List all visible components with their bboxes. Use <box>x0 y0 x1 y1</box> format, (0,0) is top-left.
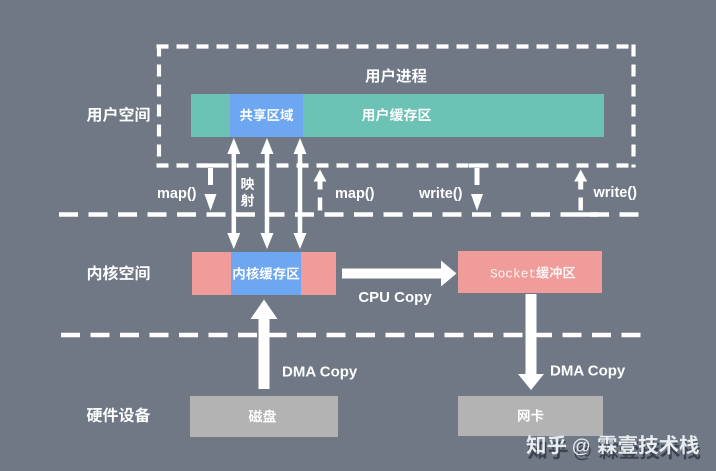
svg-text:Socket: Socket <box>490 267 536 282</box>
svg-text:write(): write() <box>418 186 463 202</box>
svg-text:map(): map() <box>335 186 375 202</box>
svg-text:write(): write() <box>593 185 638 201</box>
svg-text:@: @ <box>572 437 591 458</box>
svg-text:@: @ <box>573 442 592 463</box>
svg-text:map(): map() <box>157 186 197 202</box>
svg-text:CPU Copy: CPU Copy <box>358 289 432 306</box>
svg-text:DMA Copy: DMA Copy <box>550 363 626 380</box>
svg-text:DMA Copy: DMA Copy <box>282 364 358 381</box>
